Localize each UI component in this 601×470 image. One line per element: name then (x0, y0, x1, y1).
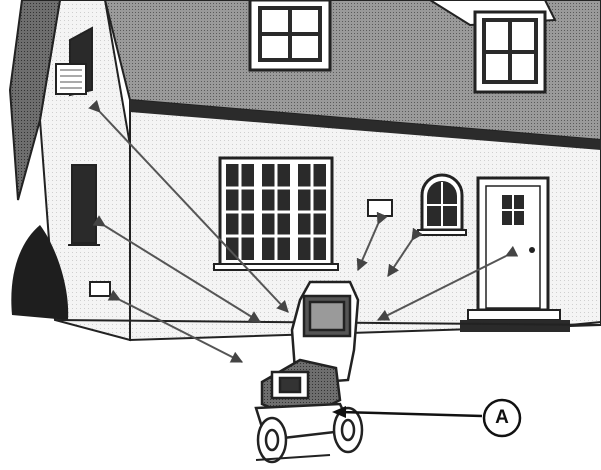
dormer-left (250, 0, 330, 70)
front-door (478, 178, 548, 310)
light-fixture (368, 200, 392, 216)
wall-vent (90, 282, 110, 296)
callout-label: A (484, 400, 520, 436)
arched-window (418, 175, 466, 235)
side-window (68, 165, 100, 245)
air-conditioner-unit (56, 64, 86, 94)
